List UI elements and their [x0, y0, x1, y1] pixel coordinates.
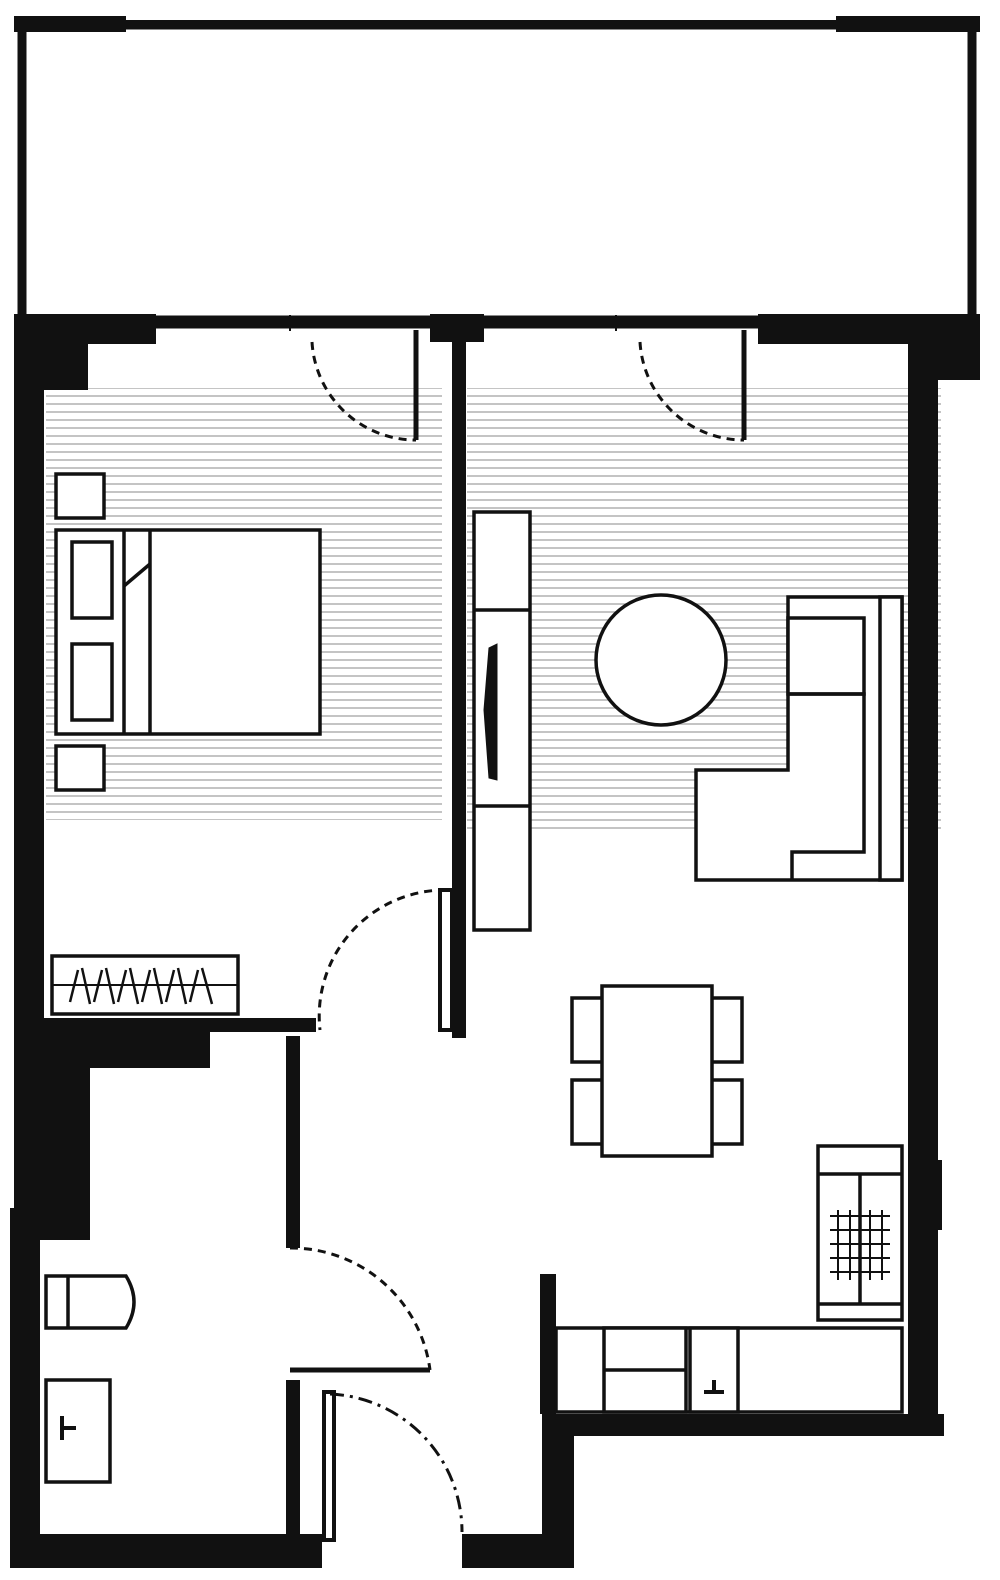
fridge-shelves-icon — [830, 1210, 890, 1280]
tv-unit — [472, 510, 532, 932]
entry-door-leaf — [322, 1390, 336, 1542]
wall-right-lower-step — [542, 1414, 574, 1568]
round-coffee-table — [594, 593, 728, 727]
walls — [10, 314, 980, 1568]
vanity-tap-icon — [60, 1416, 76, 1440]
wall-top-right-block — [758, 314, 980, 344]
wall-left-mid-block — [14, 1020, 90, 1240]
sofa-cushion-mid — [788, 692, 866, 770]
bedroom-door-leaf — [438, 888, 454, 1032]
bathroom — [44, 1274, 136, 1484]
wall-right-main — [908, 340, 938, 1436]
dining-table — [600, 984, 714, 1158]
toilet — [44, 1274, 136, 1330]
wall-bath-top-block — [90, 1032, 210, 1068]
wall-left-lower — [10, 1208, 40, 1566]
bed-duvet-corner — [122, 562, 152, 588]
wall-partition-bed-living — [452, 338, 466, 1038]
kitchen-sink — [688, 1326, 740, 1414]
wall-bedroom-bottom — [14, 1018, 316, 1032]
pillow-bottom — [70, 642, 114, 722]
balcony-rail-center — [126, 20, 836, 24]
balcony-corner-left — [14, 16, 126, 32]
balcony — [14, 16, 980, 325]
wall-entry-stub — [540, 1274, 556, 1414]
sofa-chaise-cushion — [790, 770, 866, 880]
wall-right-ext-sliver — [934, 1160, 942, 1230]
wall-bath-partition-upper — [286, 1036, 300, 1248]
wall-bath-partition-lower — [286, 1380, 300, 1544]
wall-left-upper — [14, 314, 44, 1034]
dining-set — [570, 984, 744, 1158]
pillow-top — [70, 540, 114, 620]
bedroom-balcony-door-swing — [310, 341, 417, 442]
wardrobe-hangers-icon — [68, 967, 214, 1005]
bedroom-furniture — [50, 472, 322, 1016]
bedroom-door-swing — [317, 888, 447, 1031]
doors — [289, 330, 747, 1542]
balcony-rail — [17, 20, 977, 325]
living-balcony-door-swing — [638, 341, 745, 442]
bathroom-vanity — [44, 1378, 112, 1484]
sofa-cushion-top — [786, 616, 866, 696]
bathroom-door-swing — [289, 1246, 432, 1371]
kitchen — [554, 1144, 904, 1414]
bedside-table-bottom — [54, 744, 106, 792]
balcony-corner-right — [836, 16, 980, 32]
living-furniture — [472, 510, 904, 932]
sink-tap-icon — [704, 1380, 724, 1394]
bedside-table-top — [54, 472, 106, 520]
wall-bottom-left — [10, 1534, 322, 1568]
wall-kitchen-bottom — [542, 1414, 944, 1436]
sofa-back — [878, 595, 904, 882]
television-icon — [483, 643, 498, 781]
entry-door-swing — [329, 1392, 464, 1533]
wall-top-center-pier — [430, 314, 484, 342]
balcony-sliding-doors — [156, 315, 758, 331]
